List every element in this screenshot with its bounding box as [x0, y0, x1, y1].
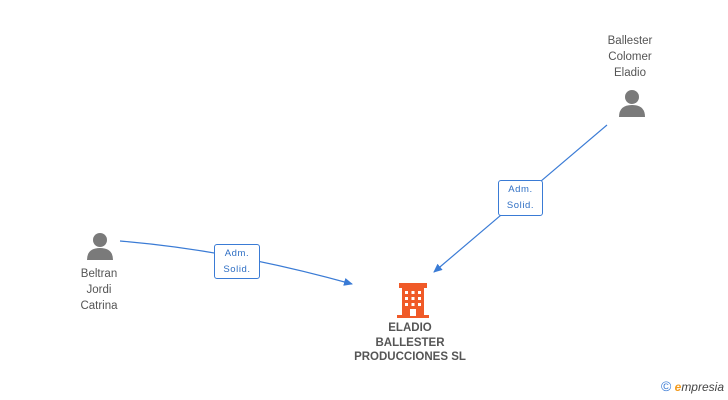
copyright-icon: ©	[660, 378, 672, 394]
company-label[interactable]: ELADIO BALLESTER PRODUCCIONES SL	[335, 321, 485, 365]
role-badge-left: Adm. Solid.	[214, 244, 260, 279]
person-name-line: Eladio	[614, 67, 646, 79]
company-building-icon[interactable]	[396, 282, 430, 318]
person-name-line: Jordi	[86, 284, 112, 296]
company-name-line: ELADIO	[388, 322, 432, 334]
role-line: Solid.	[506, 200, 535, 211]
company-name-line: PRODUCCIONES SL	[354, 351, 466, 363]
brand-letter: e	[674, 380, 682, 394]
role-line: Adm.	[224, 248, 250, 259]
person-icon[interactable]	[617, 88, 647, 118]
person-name-line: Beltran	[80, 268, 118, 280]
person-name-line: Ballester	[607, 35, 653, 47]
role-badge-right: Adm. Solid.	[498, 180, 543, 216]
person-ballester-label[interactable]: Ballester Colomer Eladio	[585, 33, 675, 81]
brand-name: mpresia	[681, 380, 724, 394]
role-line: Adm.	[508, 184, 533, 195]
person-icon[interactable]	[85, 231, 115, 261]
person-name-line: Catrina	[80, 300, 118, 312]
empresia-logo: © empresia	[661, 378, 724, 394]
role-line: Solid.	[223, 264, 251, 275]
person-name-line: Colomer	[608, 51, 652, 63]
person-beltran-label[interactable]: Beltran Jordi Catrina	[54, 266, 144, 314]
company-name-line: BALLESTER	[375, 336, 445, 349]
